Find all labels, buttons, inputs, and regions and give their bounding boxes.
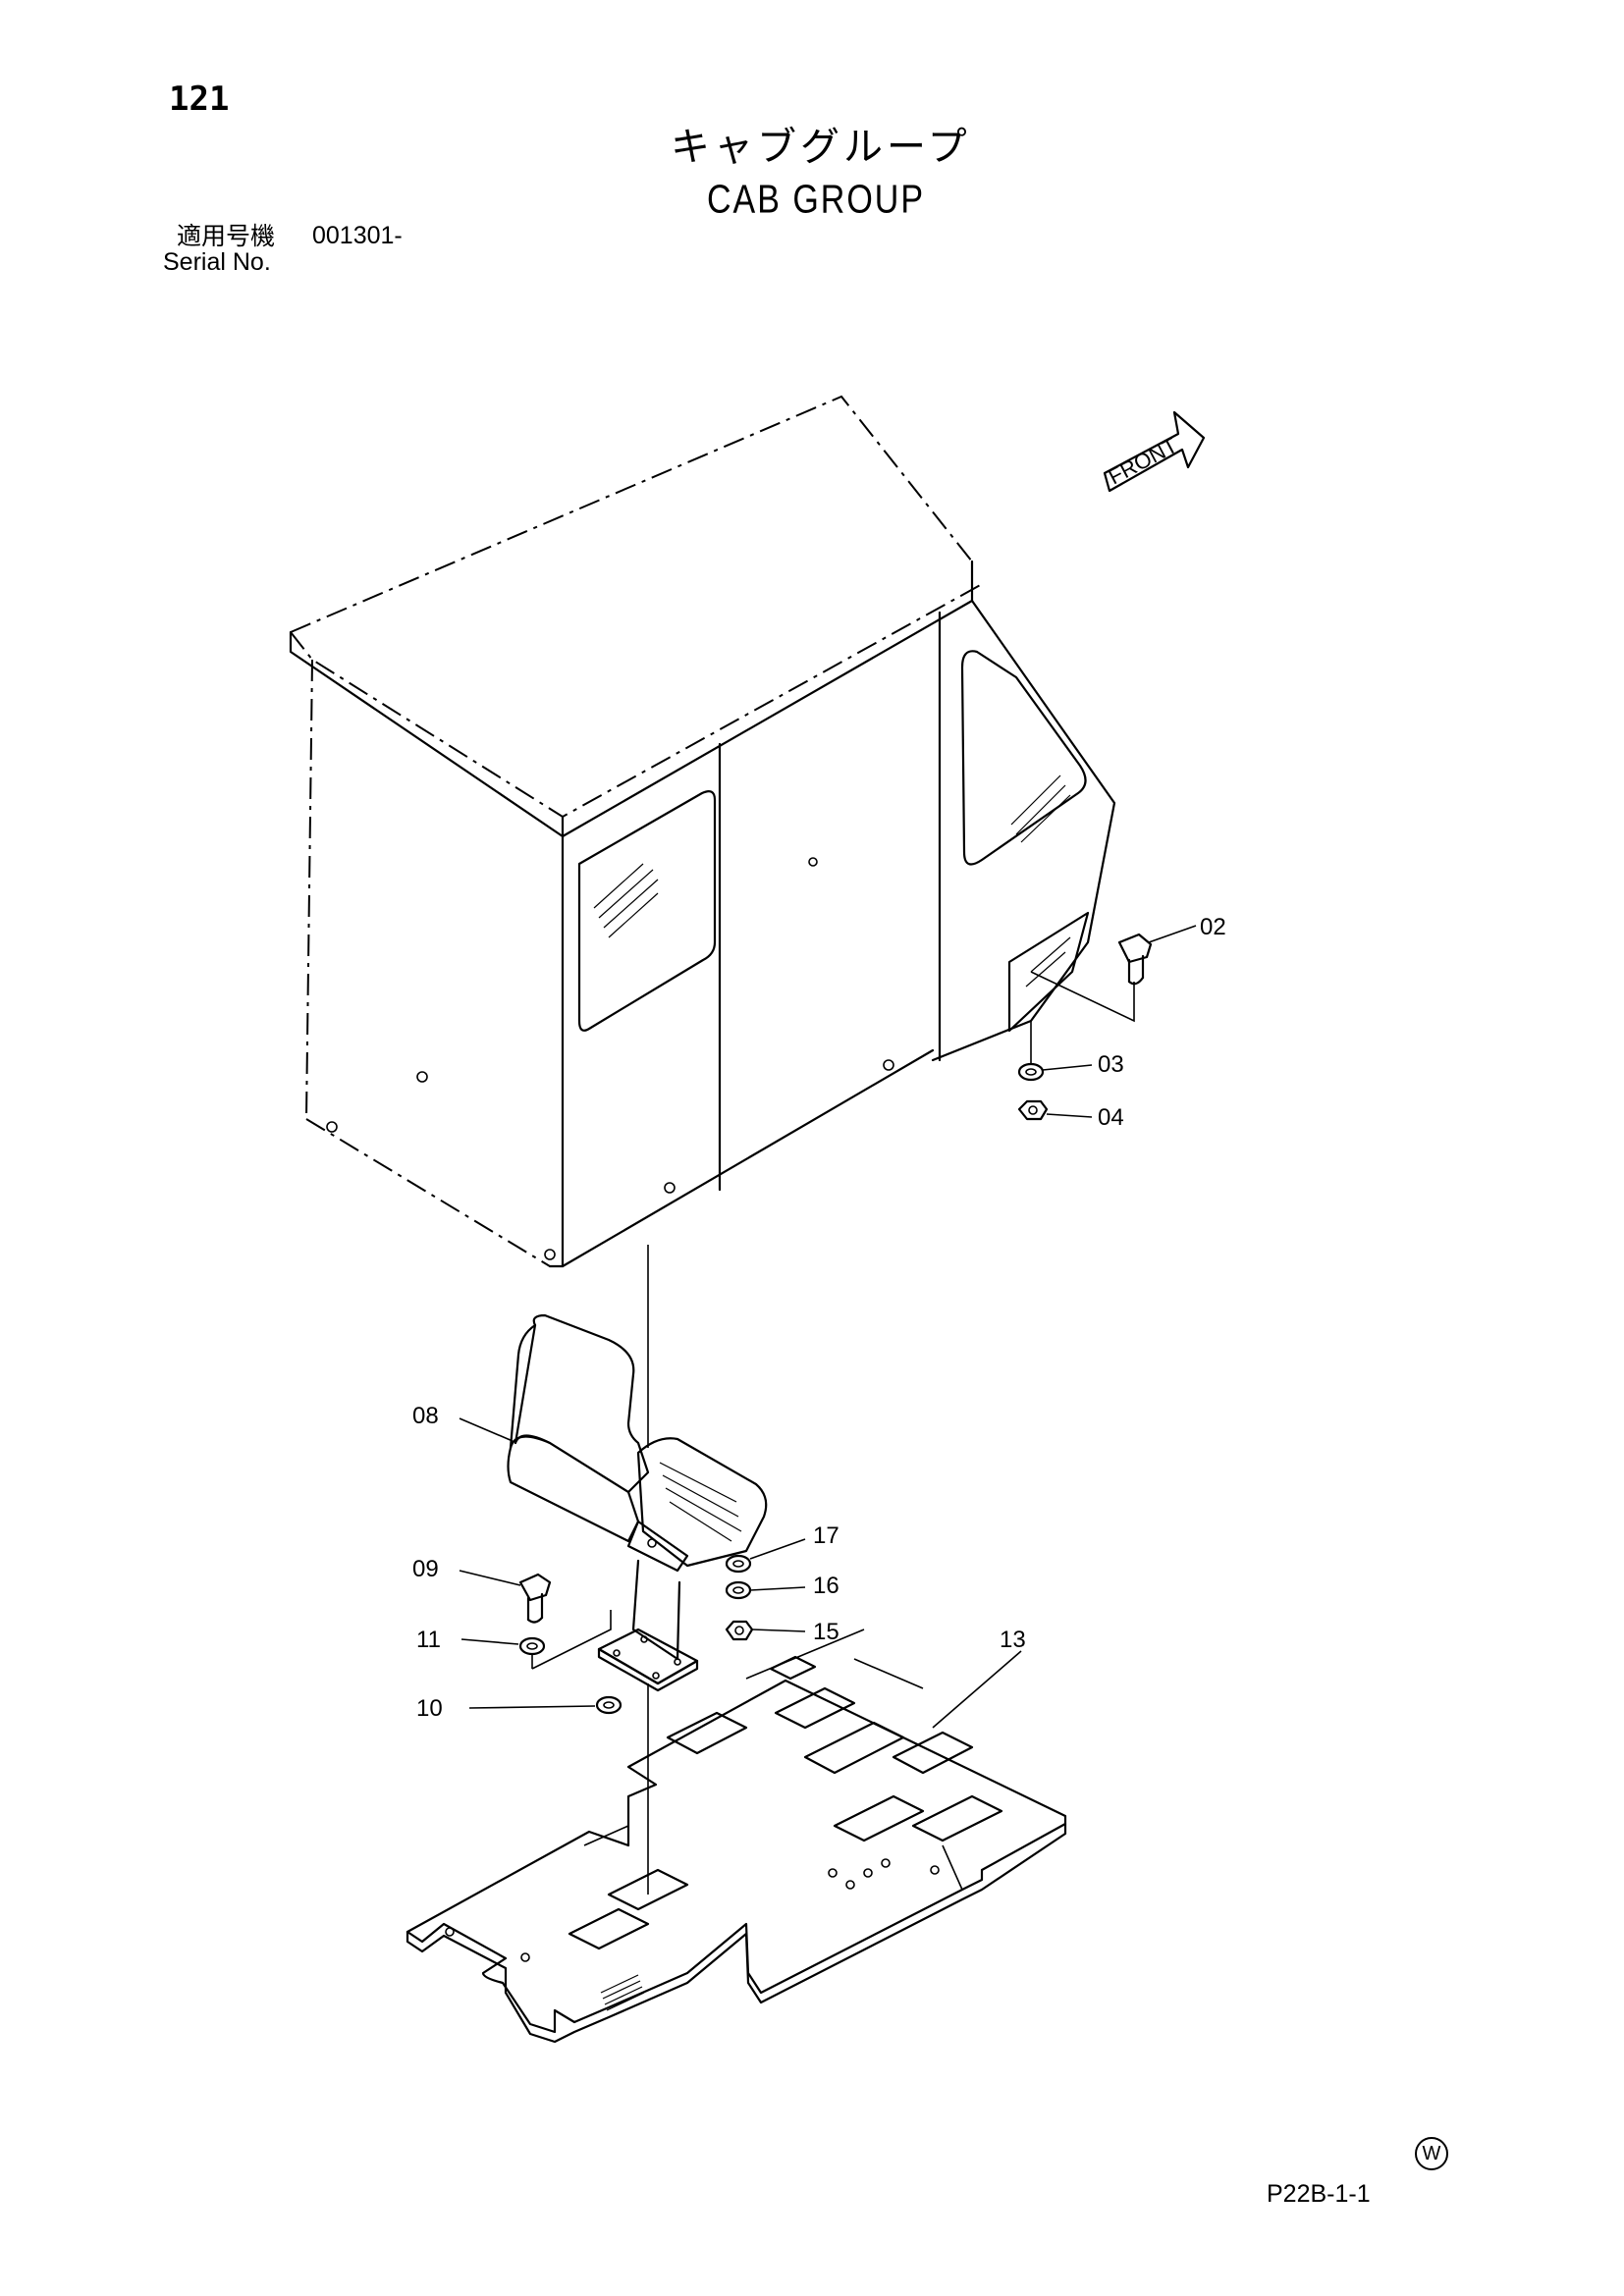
callout-03: 03 [1098, 1051, 1124, 1078]
maker-mark: W [1415, 2137, 1448, 2170]
serial-label-japanese: 適用号機 [177, 222, 276, 250]
seat-mounting-hardware [459, 1538, 806, 1715]
front-label: FRONT [1105, 433, 1182, 490]
callout-16: 16 [813, 1573, 839, 1599]
serial-number-value: 001301- [312, 222, 403, 249]
floor-plate [406, 1629, 1067, 2044]
callout-10: 10 [416, 1695, 443, 1722]
operator-seat [507, 1313, 768, 1895]
front-direction-arrow: FRONT [1103, 410, 1206, 493]
cab-assembly [289, 395, 1116, 1448]
serial-label-english: Serial No. [163, 248, 271, 276]
cab-mounting-hardware [1017, 925, 1197, 1121]
title-english: CAB GROUP [707, 177, 926, 223]
title-japanese: キャブグループ [671, 125, 971, 170]
callout-04: 04 [1098, 1104, 1124, 1131]
callout-09: 09 [412, 1556, 439, 1582]
callout-13: 13 [1000, 1627, 1026, 1653]
callout-11: 11 [416, 1627, 441, 1653]
callout-labels: 02 03 04 08 09 10 11 13 15 16 17 [412, 914, 1226, 1722]
callout-02: 02 [1200, 914, 1226, 940]
callout-08: 08 [412, 1403, 439, 1429]
page-number: 121 [169, 80, 230, 119]
page-code: P22B-1-1 [1267, 2180, 1371, 2208]
callout-17: 17 [813, 1522, 839, 1549]
callout-15: 15 [813, 1619, 839, 1645]
